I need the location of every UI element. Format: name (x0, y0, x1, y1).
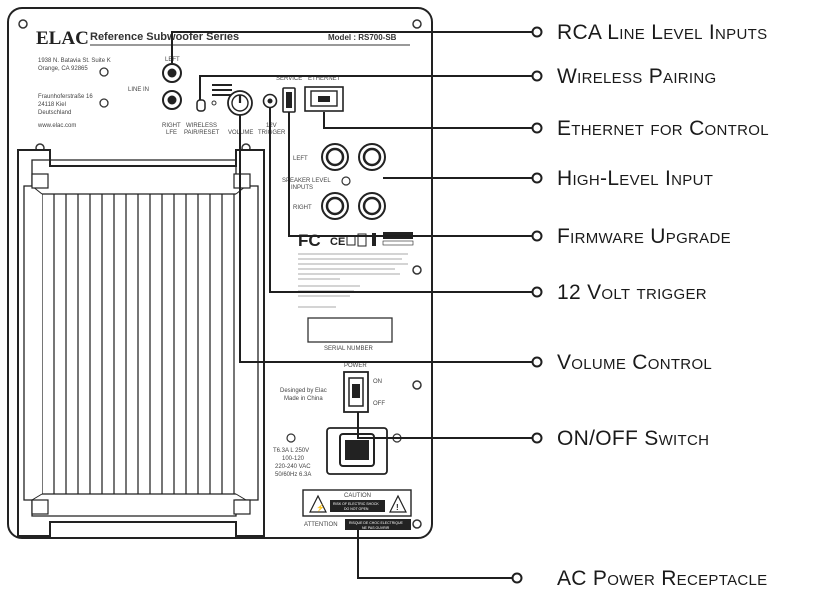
callout-highlevel: High-Level Input (557, 167, 713, 190)
label-line-in: LINE IN (128, 87, 149, 93)
label-inputs: INPUTS (291, 185, 313, 191)
warning-label: ⚡ ! CAUTION RISK OF ELECTRIC SHOCK DO NO… (302, 489, 412, 517)
callout-rca: RCA Line Level Inputs (557, 21, 767, 44)
rca-left-jack[interactable] (162, 63, 182, 83)
label-pair-reset: PAIR/RESET (184, 130, 220, 136)
brand-logo: ELAC (36, 28, 89, 49)
address-us-line2: Orange, CA 92865 (38, 66, 88, 72)
label-lfe: LFE (166, 130, 177, 136)
address-de-line2: 24118 Kiel (38, 102, 66, 108)
svg-text:FC: FC (298, 231, 321, 250)
callout-trigger: 12 Volt trigger (557, 281, 707, 304)
ethernet-port[interactable] (304, 86, 344, 112)
svg-text:CE: CE (330, 236, 345, 248)
power-switch[interactable] (343, 371, 369, 413)
caution-text: CAUTION (344, 493, 371, 499)
designed-by: Desinged by Elac (280, 388, 327, 394)
trigger-jack[interactable] (262, 93, 278, 109)
label-wireless: WIRELESS (186, 123, 217, 129)
made-in: Made in China (284, 396, 323, 402)
label-service: SERVICE (276, 76, 302, 82)
callout-firmware: Firmware Upgrade (557, 225, 731, 248)
service-usb-port[interactable] (282, 87, 296, 113)
heatsink (17, 149, 265, 537)
svg-text:!: ! (396, 503, 399, 512)
label-right: RIGHT (162, 123, 181, 129)
power-label: POWER (344, 363, 367, 369)
address-de-line1: Fraunhoferstraße 16 (38, 94, 93, 100)
compliance-text (298, 253, 408, 308)
label-12v: 12V (266, 123, 277, 129)
serial-number-label: SERIAL NUMBER (324, 346, 373, 352)
attention-sub2: NE PAS OUVRIR (362, 526, 390, 530)
caution-sub2: DO NOT OPEN (344, 507, 369, 511)
indicator-grille (212, 84, 232, 96)
website: www.elac.com (37, 123, 76, 129)
label-spk-right: RIGHT (293, 205, 312, 211)
volume-knob[interactable] (227, 90, 253, 116)
callout-onoff: ON/OFF Switch (557, 427, 709, 450)
speaker-terminal-right-1[interactable] (321, 192, 349, 220)
attention-sub1: RISQUE DE CHOC ELECTRIQUE (349, 521, 404, 525)
label-speaker-level: SPEAKER LEVEL (282, 178, 331, 184)
model-label: Model : RS700-SB (328, 33, 397, 42)
speaker-terminal-left-2[interactable] (358, 143, 386, 171)
speaker-terminal-right-2[interactable] (358, 192, 386, 220)
rca-right-lfe-jack[interactable] (162, 90, 182, 110)
off-label: OFF (373, 401, 385, 407)
callout-ethernet: Ethernet for Control (557, 117, 769, 140)
fuse-line4: 50/60Hz 6.3A (275, 472, 311, 478)
series-label: Reference Subwoofer Series (90, 31, 239, 43)
fuse-line1: T6.3A L 250V (273, 448, 309, 454)
fuse-line3: 220-240 VAC (275, 464, 311, 470)
wireless-pair-button[interactable] (196, 99, 206, 112)
callout-leaders (171, 31, 533, 579)
speaker-terminal-left-1[interactable] (321, 143, 349, 171)
attention-text: ATTENTION (304, 522, 338, 528)
callout-ac: AC Power Receptacle (557, 567, 767, 590)
label-trigger: TRIGGER (258, 130, 286, 136)
on-label: ON (373, 379, 382, 385)
callout-wireless: Wireless Pairing (557, 65, 717, 88)
caution-sub1: RISK OF ELECTRIC SHOCK (333, 502, 379, 506)
address-us-line1: 1938 N. Batavia St. Suite K (38, 58, 111, 64)
address-de-line3: Deutschland (38, 110, 71, 116)
callout-dots (511, 26, 543, 584)
callout-volume: Volume Control (557, 351, 712, 374)
fuse-line2: 100-120 (282, 456, 305, 462)
svg-text:⚡: ⚡ (316, 503, 325, 512)
label-spk-left: LEFT (293, 156, 308, 162)
serial-number-box (307, 317, 393, 343)
label-ethernet: ETHERNET (308, 76, 341, 82)
